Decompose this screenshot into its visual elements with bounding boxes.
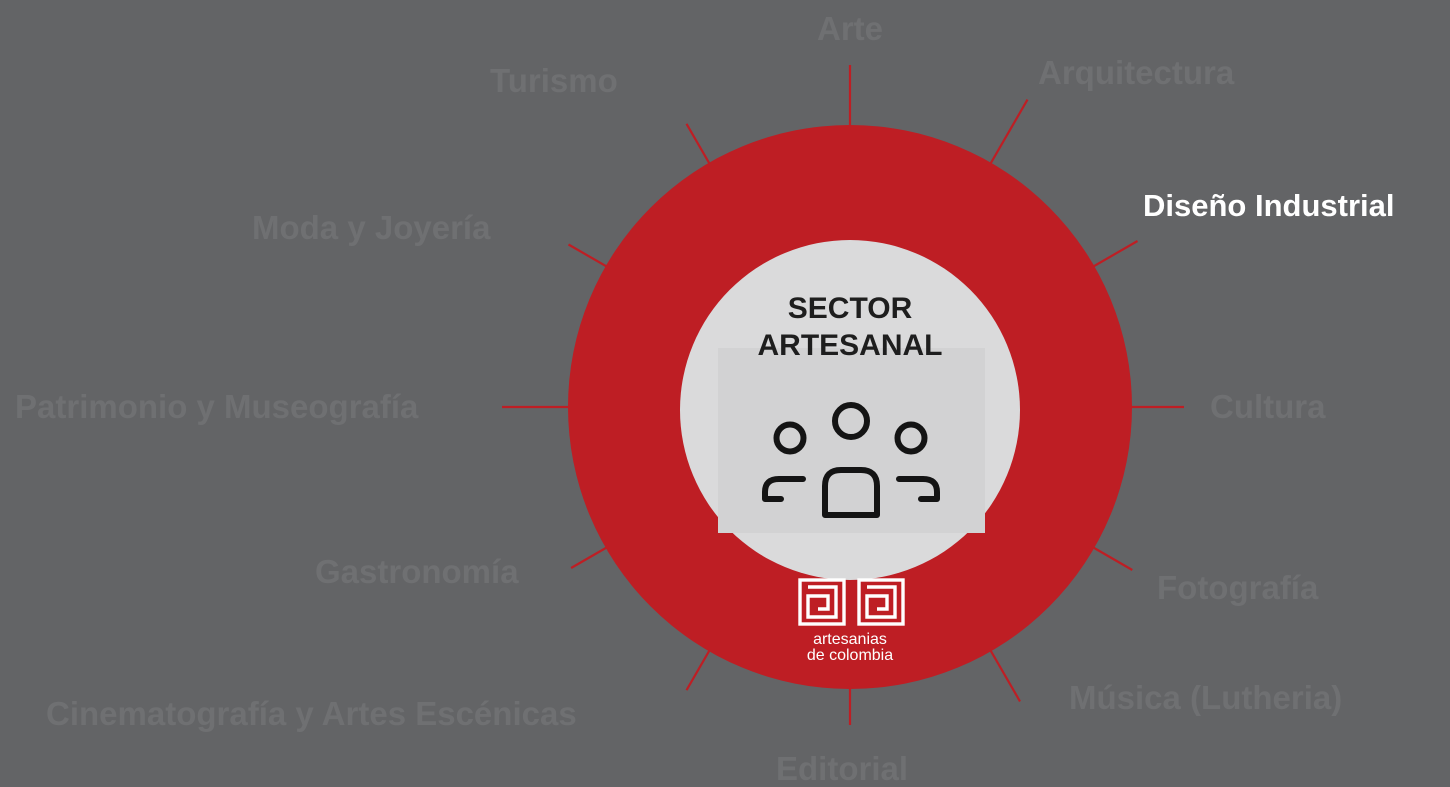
sector-label-cinematografia[interactable]: Cinematografía y Artes Escénicas (46, 695, 577, 732)
center-title-line1: SECTOR (787, 292, 913, 325)
sector-label-musica[interactable]: Música (Lutheria) (1069, 679, 1343, 716)
sector-label-cultura[interactable]: Cultura (1210, 388, 1326, 425)
sector-label-gastronomia[interactable]: Gastronomía (315, 553, 519, 590)
logo-line1: artesanias (813, 631, 887, 648)
logo-line2: de colombia (806, 647, 894, 665)
spoke-arquitectura (984, 99, 1029, 174)
sector-label-fotografia[interactable]: Fotografía (1157, 569, 1319, 606)
sector-label-turismo[interactable]: Turismo (490, 62, 618, 99)
icon-backdrop (718, 348, 985, 533)
sector-label-arte[interactable]: Arte (817, 10, 884, 47)
sector-label-moda[interactable]: Moda y Joyería (252, 209, 491, 246)
center-title: SECTOR ARTESANAL (680, 291, 1020, 364)
sector-label-editorial[interactable]: Editorial (776, 750, 909, 787)
artesanias-logo-mark (798, 578, 905, 626)
people-group-icon (762, 402, 940, 518)
sector-label-patrimonio[interactable]: Patrimonio y Museografía (15, 388, 419, 425)
sector-label-arquitectura[interactable]: Arquitectura (1038, 54, 1235, 91)
artesanias-logo-text: artesanias de colombia (775, 631, 925, 665)
center-title-line2: ARTESANAL (757, 328, 943, 362)
sector-label-diseno-industrial[interactable]: Diseño Industrial (1143, 188, 1395, 223)
